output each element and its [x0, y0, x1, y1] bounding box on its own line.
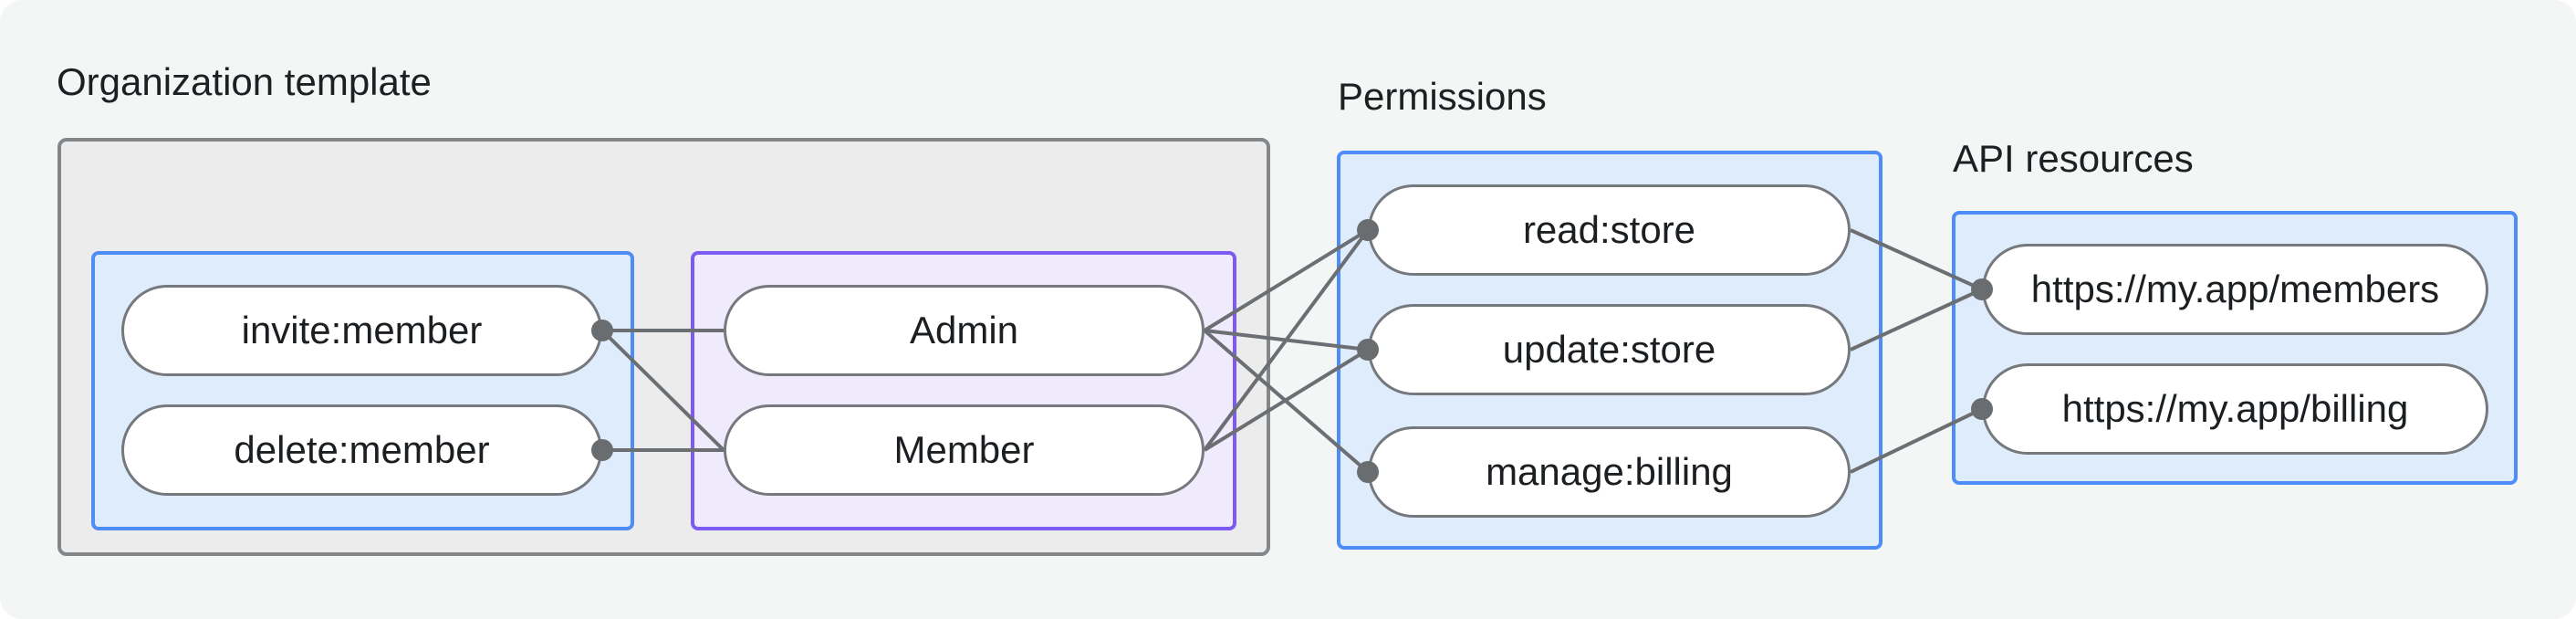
edge-admin-to-read-store: [1203, 228, 1370, 332]
dot-update-store-in: [1357, 339, 1379, 361]
edge-invite-member-to-member: [600, 329, 725, 452]
dot-api-billing-in: [1971, 398, 1993, 420]
node-read-store: read:store: [1368, 184, 1851, 276]
edge-member-to-read-store: [1203, 228, 1370, 452]
dot-invite-member-out: [591, 320, 613, 341]
node-invite-member: invite:member: [121, 285, 602, 376]
dot-api-members-in: [1971, 278, 1993, 300]
edge-read-store-to-members: [1850, 228, 1983, 291]
node-update-store: update:store: [1368, 304, 1851, 395]
node-api-billing: https://my.app/billing: [1982, 363, 2488, 455]
api-resources-label: API resources: [1953, 137, 2194, 180]
organization-template-label: Organization template: [57, 60, 432, 103]
dot-read-store-in: [1357, 219, 1379, 241]
edge-update-store-to-members: [1850, 288, 1983, 351]
node-member: Member: [724, 404, 1205, 496]
edge-member-to-update-store: [1203, 348, 1370, 452]
permissions-label: Permissions: [1338, 75, 1547, 118]
dot-delete-member-out: [591, 439, 613, 461]
dot-manage-billing-in: [1357, 461, 1379, 483]
edge-manage-billing-to-billing: [1850, 407, 1983, 474]
node-delete-member: delete:member: [121, 404, 602, 496]
node-manage-billing: manage:billing: [1368, 426, 1851, 518]
node-admin: Admin: [724, 285, 1205, 376]
